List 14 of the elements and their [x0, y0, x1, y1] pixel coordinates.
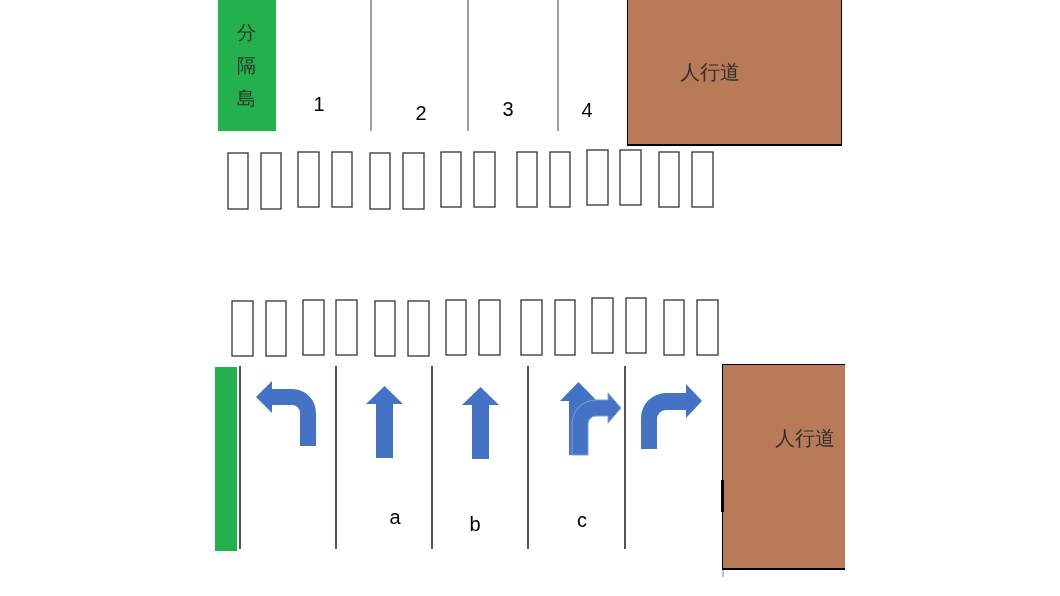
sidewalk-label: 人行道: [680, 60, 740, 85]
lane-number: 2: [415, 102, 427, 124]
lane-letter: c: [577, 509, 587, 531]
lane-number: 4: [581, 99, 593, 121]
lane-number: 3: [502, 98, 514, 120]
lane-letter: a: [389, 506, 401, 528]
sidewalk: [722, 364, 845, 570]
median-island: [218, 0, 276, 131]
median-strip: [215, 367, 237, 551]
sidewalk-label: 人行道: [775, 426, 835, 451]
lane-number: 1: [313, 93, 325, 115]
lane-letter: b: [469, 513, 481, 535]
sidewalk: [627, 0, 842, 146]
median-island-label: 分隔島: [237, 21, 256, 111]
